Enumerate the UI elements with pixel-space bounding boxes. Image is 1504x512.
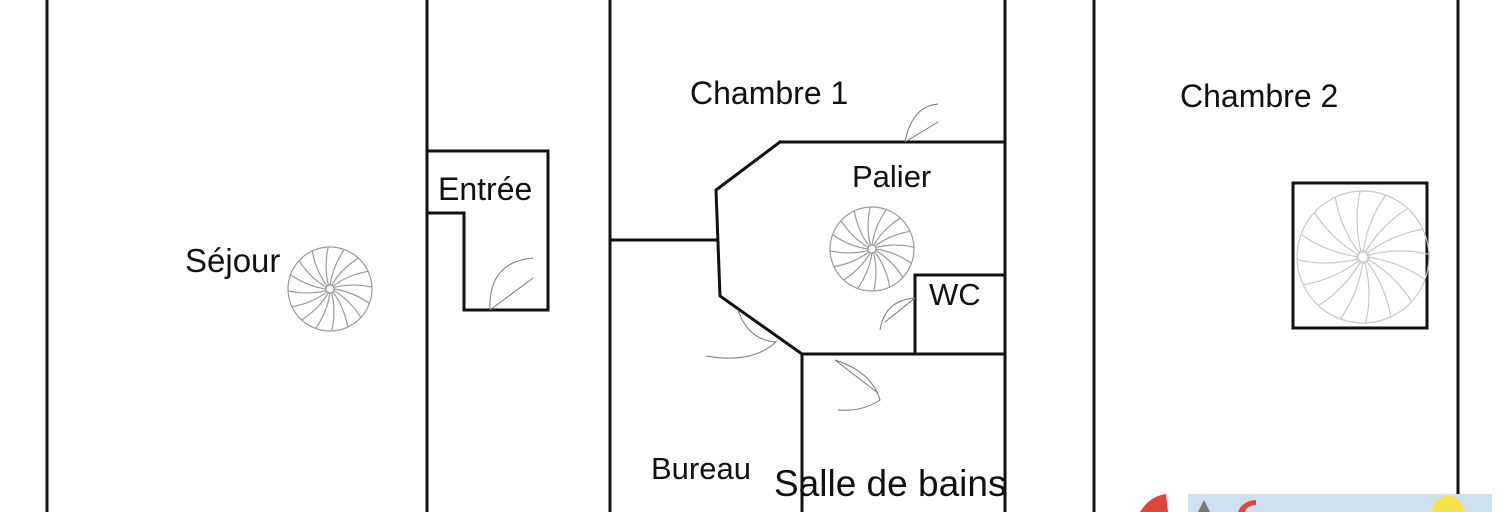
stair-tread [1356, 190, 1363, 254]
stair-tread [1366, 258, 1413, 302]
agency-logo [1140, 494, 1492, 512]
room-label-chambre-1: Chambre 1 [690, 75, 848, 111]
stair-tread [331, 257, 359, 286]
stair-tread [330, 292, 335, 332]
walls [45, 0, 1460, 512]
stair-tread [871, 209, 887, 246]
stair-tread [332, 270, 369, 287]
stair-tread [329, 249, 345, 286]
stair-tread [333, 284, 373, 289]
stair-tread [873, 217, 901, 246]
stair-tread [315, 292, 331, 329]
stair-tread [332, 291, 349, 328]
stair-tread [832, 234, 869, 250]
stair-tread [875, 250, 904, 278]
stair-tread [290, 274, 327, 290]
stair-tread [1318, 260, 1362, 307]
stair-tread [833, 251, 870, 268]
spiral-staircase-chambre2 [1296, 190, 1430, 324]
stair-tread [840, 220, 869, 248]
stair-tread [1362, 194, 1387, 254]
stair-tread [1366, 256, 1426, 281]
stair-tread [291, 291, 328, 308]
stair-tread [333, 290, 362, 318]
stair-tread [857, 252, 873, 289]
room-label-palier: Palier [852, 159, 931, 194]
room-label-salle-de-bains: Salle de bains [774, 463, 1006, 504]
stair-tread [1366, 250, 1430, 257]
stair-tread [872, 252, 877, 292]
stair-tread [1363, 260, 1370, 324]
stair-tread [1365, 259, 1392, 317]
stair-tread [1334, 197, 1361, 255]
stair-tread [1365, 228, 1423, 255]
room-label-entree: Entrée [438, 171, 532, 207]
stair-tread [333, 288, 370, 304]
stair-tread [875, 244, 915, 249]
stair-tread [843, 252, 871, 281]
room-label-chambre-2: Chambre 2 [1180, 78, 1338, 114]
stair-tread [301, 292, 329, 321]
stair-tread [1300, 233, 1360, 258]
stair-tread [853, 210, 870, 247]
stair-tread [875, 248, 912, 264]
stair-tread [298, 260, 327, 288]
stair-tread [1296, 257, 1360, 264]
stair-tread [829, 249, 869, 254]
stair-tread [1313, 212, 1360, 256]
spiral-staircase-palier [829, 206, 915, 292]
stair-tread [1339, 260, 1364, 320]
room-label-sejour: Séjour [185, 242, 280, 279]
stair-tread [287, 289, 327, 294]
stair-tread [311, 250, 328, 287]
stair-tread [874, 230, 911, 247]
stair-tread [867, 206, 872, 246]
stair-tread [325, 246, 330, 286]
room-label-bureau: Bureau [651, 451, 751, 486]
spiral-staircase-sejour [287, 246, 373, 332]
stair-tread [874, 251, 891, 288]
room-label-wc: WC [929, 277, 981, 312]
door-swings [489, 103, 939, 411]
stair-tread [1364, 207, 1408, 254]
stair-tread [1303, 259, 1361, 286]
